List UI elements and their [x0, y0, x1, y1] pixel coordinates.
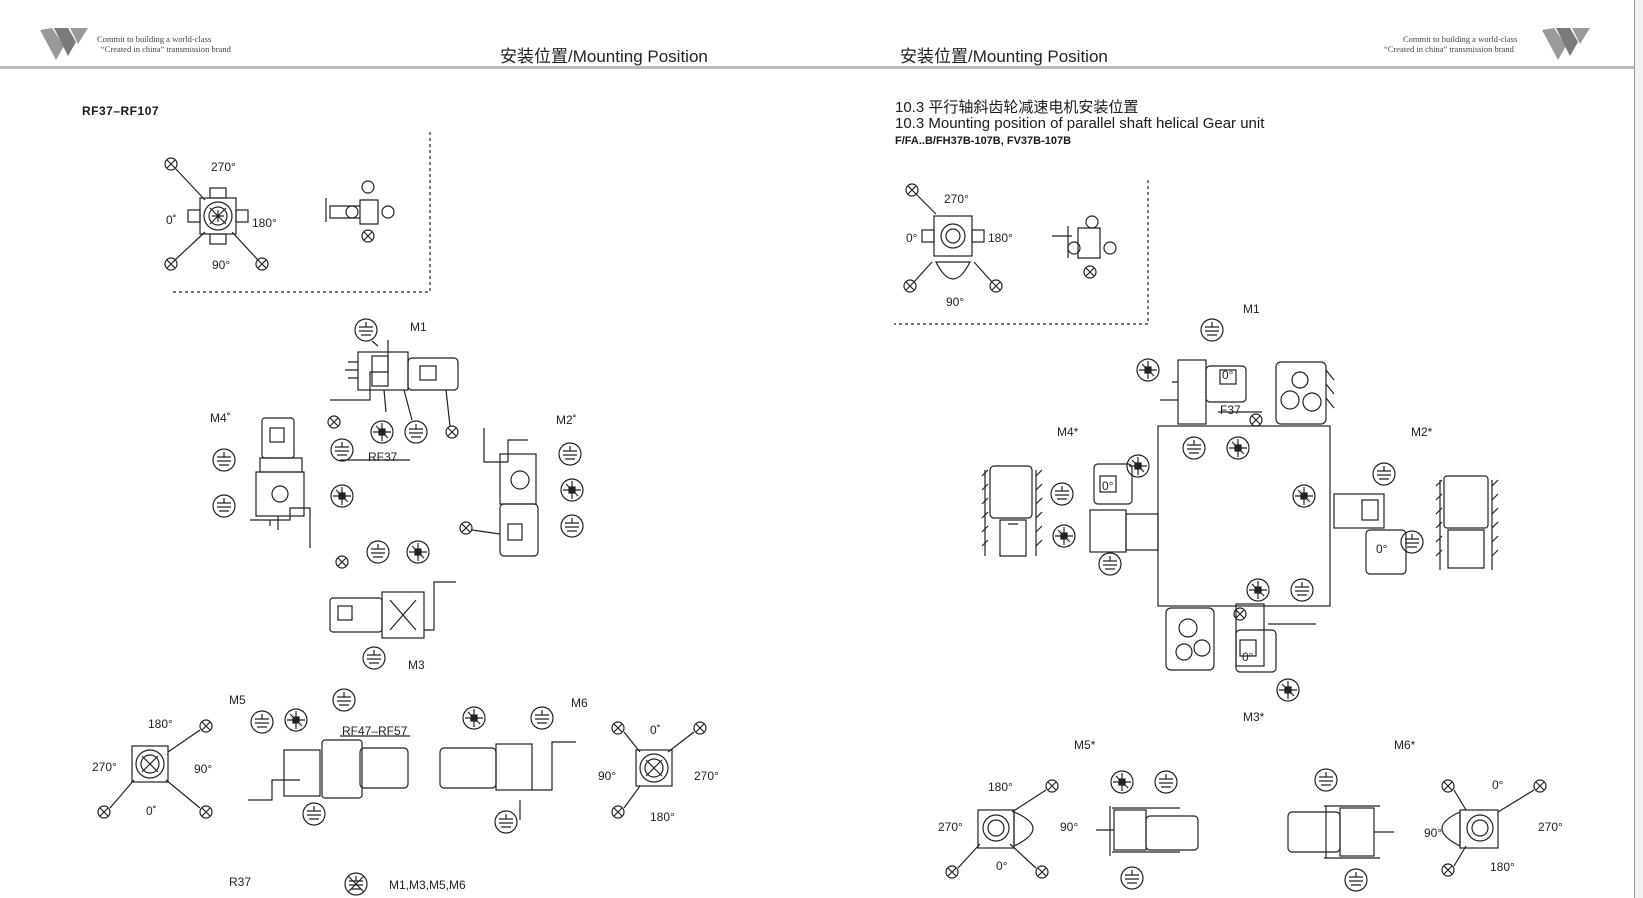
left-pos-m2: M2˚: [556, 413, 577, 427]
section-heading-en: 10.3 Mounting position of parallel shaft…: [895, 115, 1265, 132]
right-m5-angle-270: 270°: [938, 820, 963, 834]
brand-logo-left: [40, 28, 88, 60]
section-models: F/FA..B/FH37B-107B, FV37B-107B: [895, 135, 1072, 147]
left-m1-drawing: [330, 318, 459, 444]
left-m5-angle-90: 90°: [194, 762, 213, 776]
left-m6-drawing: [439, 706, 707, 834]
left-legend-angle-0: 0˚: [166, 213, 177, 227]
page-edge: [1635, 0, 1643, 898]
left-legend-diagram: [164, 132, 431, 293]
right-legend-angle-0: 0°: [906, 231, 918, 245]
right-main-diagram: [981, 318, 1499, 702]
brand-logo-right: [1542, 28, 1590, 60]
right-pos-m6: M6*: [1394, 738, 1416, 752]
footer-note: M1,M3,M5,M6: [389, 878, 466, 892]
left-pos-m1: M1: [410, 320, 427, 334]
footer-model: R37: [229, 875, 252, 889]
left-pos-m3: M3: [408, 658, 425, 672]
left-legend-angle-90: 90°: [212, 258, 231, 272]
right-zero-mark-m4: 0°: [1102, 479, 1114, 493]
left-m6-angle-0: 0˚: [650, 723, 661, 737]
right-pos-m3: M3*: [1243, 710, 1265, 724]
left-pos-m5: M5: [229, 693, 246, 707]
section-heading: 10.3 平行轴斜齿轮减速电机安装位置 10.3 Mounting positi…: [895, 100, 1264, 132]
right-model-f37: F37: [1220, 403, 1241, 417]
header-rule: [0, 66, 1634, 69]
left-model-rf37: RF37: [368, 450, 398, 464]
left-m6-angle-270: 270°: [694, 769, 719, 783]
right-pos-m4: M4*: [1057, 425, 1079, 439]
left-model-rf47: RF47–RF57: [342, 724, 408, 738]
right-m6-angle-0: 0°: [1492, 778, 1504, 792]
left-m5-angle-180: 180°: [148, 717, 173, 731]
left-m2-drawing: [459, 428, 584, 557]
left-pos-m6: M6: [571, 696, 588, 710]
page-title-left: 安装位置/Mounting Position: [500, 47, 708, 66]
right-m6-angle-180: 180°: [1490, 860, 1515, 874]
left-legend-angle-270: 270°: [211, 160, 236, 174]
right-zero-mark-m3: 0°: [1242, 650, 1254, 664]
right-pos-m1: M1: [1243, 302, 1260, 316]
left-series-label: RF37–RF107: [82, 104, 160, 118]
left-m3-drawing: [329, 540, 456, 670]
left-m4-drawing: [212, 415, 410, 548]
page-border: [1634, 0, 1635, 898]
right-legend-angle-90: 90°: [946, 295, 965, 309]
right-m6-drawing: [1287, 768, 1547, 892]
header: Commit to building a world-class “Create…: [0, 0, 1634, 70]
right-zero-mark-m1: 0°: [1222, 368, 1234, 382]
right-legend-diagram: [894, 180, 1149, 325]
right-m5-drawing: [945, 770, 1199, 890]
right-legend-angle-270: 270°: [944, 192, 969, 206]
left-legend-angle-180: 180°: [252, 216, 277, 230]
tagline-right-2: “Created in china” transmission brand: [1384, 44, 1514, 54]
right-m5-angle-90: 90°: [1060, 820, 1079, 834]
left-m6-angle-180: 180°: [650, 810, 675, 824]
section-heading-cn: 10.3 平行轴斜齿轮减速电机安装位置: [895, 99, 1139, 116]
right-zero-mark-m2: 0°: [1376, 542, 1388, 556]
right-m5-angle-0: 0°: [996, 859, 1008, 873]
left-m6-angle-90: 90°: [598, 769, 617, 783]
right-m6-angle-90: 90°: [1424, 826, 1443, 840]
left-m5-angle-270: 270°: [92, 760, 117, 774]
right-pos-m5: M5*: [1074, 738, 1096, 752]
tagline-right-1: Commit to building a world-class: [1403, 34, 1518, 44]
page-title-right: 安装位置/Mounting Position: [900, 47, 1108, 66]
right-m5-angle-180: 180°: [988, 780, 1013, 794]
right-legend-angle-180: 180°: [988, 231, 1013, 245]
right-m6-angle-270: 270°: [1538, 820, 1563, 834]
left-m5-drawing: [97, 688, 410, 826]
tagline-left-1: Commit to building a world-class: [97, 34, 212, 44]
right-pos-m2: M2*: [1411, 425, 1433, 439]
tagline-left-2: “Created in china” transmission brand: [101, 44, 231, 54]
left-m5-angle-0: 0˚: [146, 804, 157, 818]
left-pos-m4: M4˚: [210, 411, 231, 425]
